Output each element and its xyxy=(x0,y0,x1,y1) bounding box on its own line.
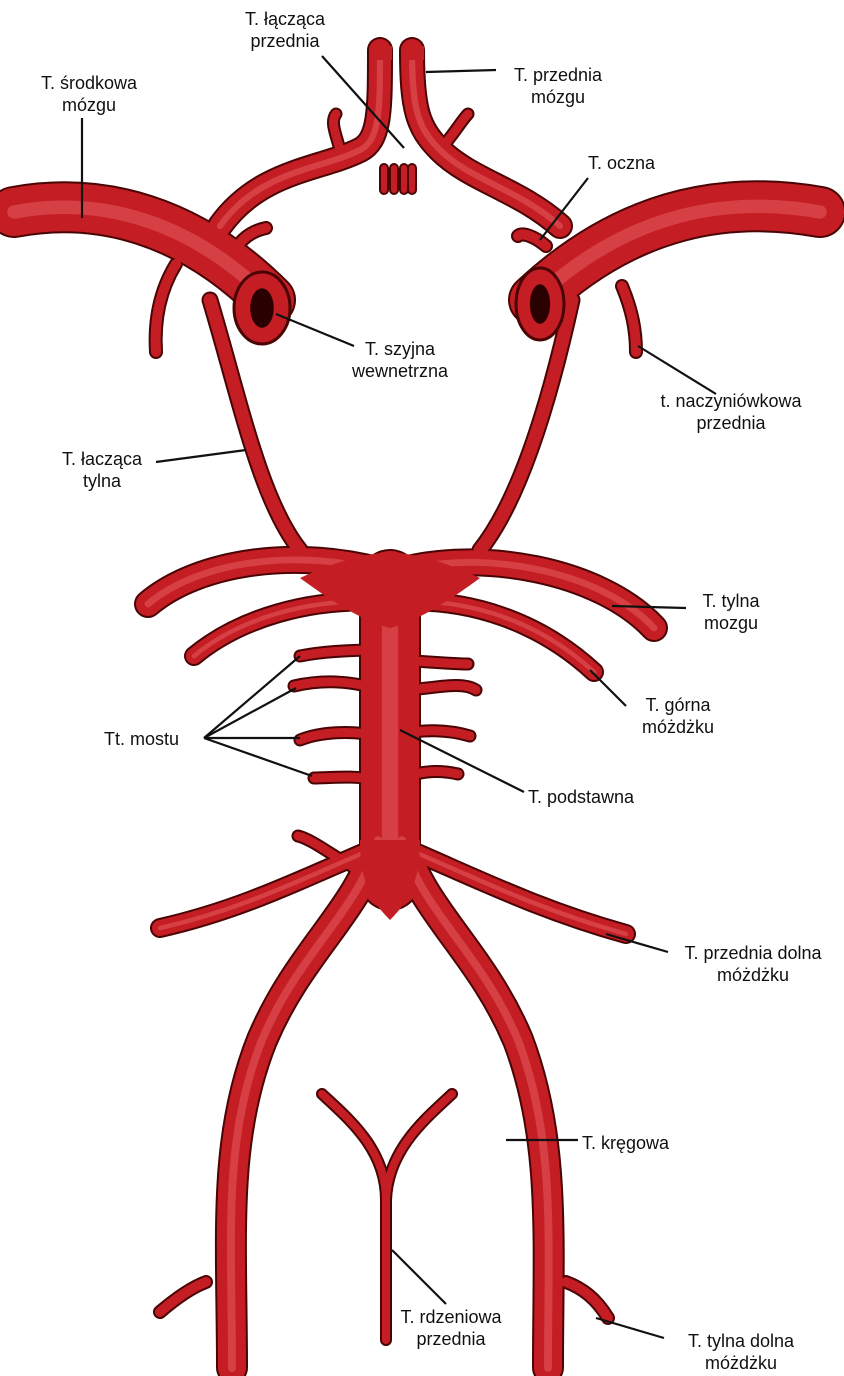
pontine-r3 xyxy=(400,686,476,690)
label-anterior-inferior-cerebellar-artery: T. przednia dolna móżdżku xyxy=(664,942,842,986)
label-middle-cerebral-artery: T. środkowa mózgu xyxy=(14,72,164,116)
leader-pica xyxy=(596,1318,664,1338)
label-basilar-artery: T. podstawna xyxy=(528,786,658,808)
label-posterior-communicating-artery: T. łacząca tylna xyxy=(42,448,162,492)
leader-aca xyxy=(426,70,496,72)
internal-carotid-right-lumen xyxy=(530,284,550,324)
label-ophthalmic-artery: T. oczna xyxy=(588,152,698,174)
leader-pcom xyxy=(156,450,246,462)
internal-carotid-left-lumen xyxy=(250,288,274,328)
ophthalmic-left xyxy=(238,228,266,246)
label-posterior-cerebral-artery: T. tylna mozgu xyxy=(686,590,776,634)
anterior-spinal-right-outline xyxy=(386,1094,452,1200)
label-anterior-communicating-artery: T. łącząca przednia xyxy=(230,8,340,52)
label-anterior-choroidal-artery: t. naczyniówkowa przednia xyxy=(646,390,816,434)
aca-top-cap-left xyxy=(370,46,392,60)
leader-pontine-1 xyxy=(204,656,300,738)
label-posterior-inferior-cerebellar-artery: T. tylna dolna móżdżku xyxy=(662,1330,820,1374)
leader-ica xyxy=(276,314,354,346)
label-superior-cerebellar-artery: T. górna móżdżku xyxy=(628,694,728,738)
aca-branch-right xyxy=(440,114,468,150)
vertebral-confluence xyxy=(360,840,420,920)
leader-ant-choroidal xyxy=(638,346,716,394)
label-pontine-arteries: Tt. mostu xyxy=(104,728,224,750)
anterior-spinal-left xyxy=(322,1094,386,1340)
label-anterior-cerebral-artery: T. przednia mózgu xyxy=(488,64,628,108)
pcom-right xyxy=(480,300,572,550)
pontine-l5 xyxy=(314,777,380,780)
label-vertebral-artery: T. kręgowa xyxy=(582,1132,702,1154)
pontine-r2 xyxy=(400,660,468,664)
aca-top-cap-right xyxy=(402,46,424,60)
leader-sca xyxy=(590,670,626,706)
leader-aica xyxy=(606,934,668,952)
label-internal-carotid-artery: T. szyjna wewnetrzna xyxy=(344,338,456,382)
leader-anterior-spinal xyxy=(392,1250,446,1304)
label-anterior-spinal-artery: T. rdzeniowa przednia xyxy=(386,1306,516,1350)
